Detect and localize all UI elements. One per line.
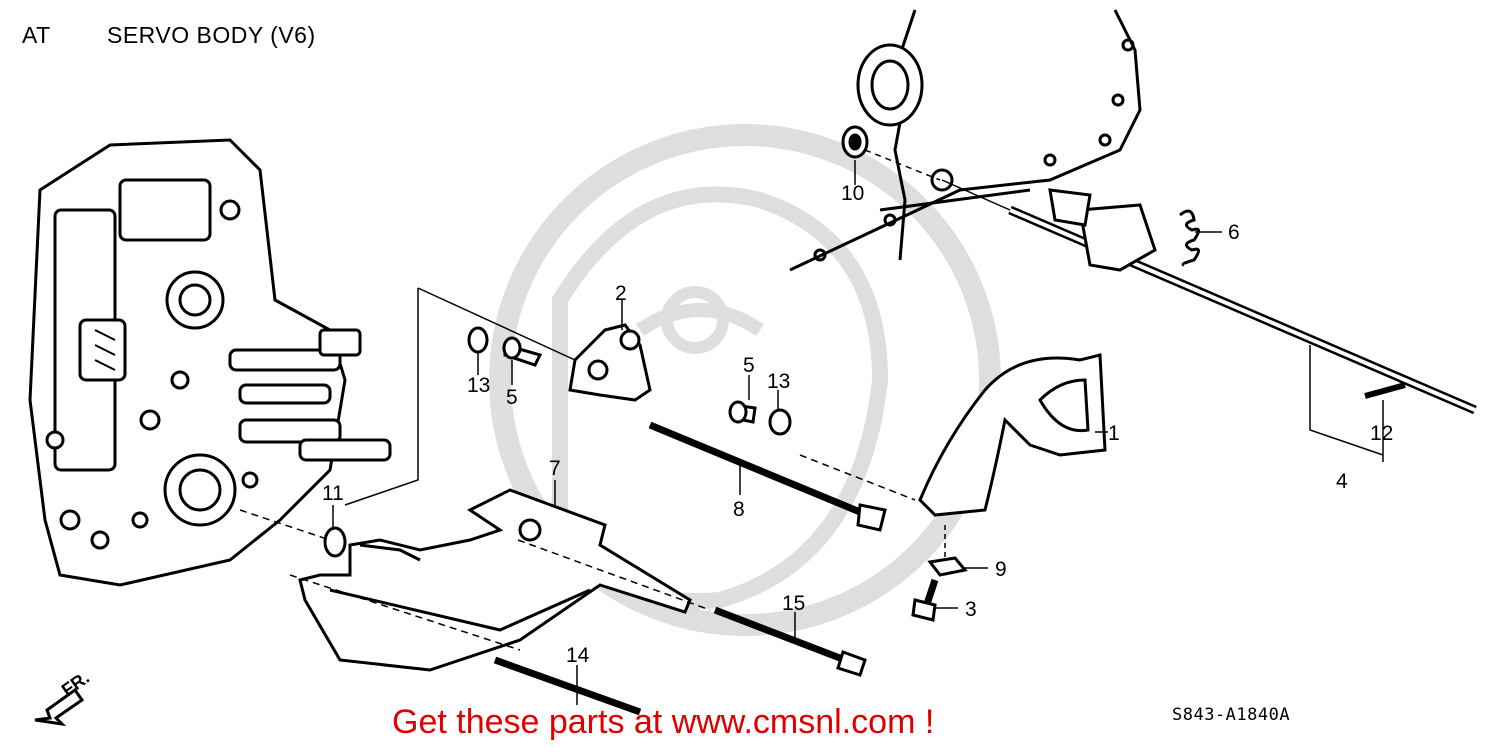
lock-plate-and-bolt [911,556,968,622]
front-direction-label: FR. [58,667,93,700]
pins-and-clips [467,326,792,436]
page-title: SERVO BODY (V6) [107,22,316,48]
callout-11: 11 [322,482,344,505]
bolts-14-15 [493,606,867,716]
callout-2: 2 [615,282,627,305]
section-label: AT [22,22,51,48]
callout-4: 4 [1336,470,1348,493]
pin-12 [1364,382,1406,399]
shift-fork [918,353,1107,517]
spring-part [1179,209,1200,267]
control-shaft [1008,188,1477,415]
callout-5: 5 [743,354,755,377]
servo-bracket [568,323,652,402]
circlip-11 [323,526,347,558]
callout-9: 9 [995,558,1007,581]
callout-10: 10 [841,182,864,205]
bolt-8 [648,421,887,532]
leader-lines [239,149,1384,705]
callout-12: 12 [1370,422,1393,445]
callout-3: 3 [965,598,977,621]
callout-7: 7 [549,457,561,480]
callout-1: 1 [1108,422,1120,445]
diagram-code: S843-A1840A [1172,705,1291,725]
valve-body-housing [28,138,392,587]
callout-15: 15 [782,592,805,615]
callout-13: 13 [467,374,490,397]
callout-8: 8 [733,498,745,521]
callout-13: 13 [767,370,790,393]
oil-seal [841,125,869,159]
servo-cover-plate [298,488,692,672]
callout-6: 6 [1228,221,1240,244]
callout-labels: 1 2 3 4 5 5 6 7 8 9 10 11 12 13 13 14 15 [322,182,1393,667]
transmission-case [789,9,1142,272]
promo-link[interactable]: Get these parts at www.cmsnl.com ! [392,703,935,741]
front-direction-marker: FR. [34,667,93,727]
callout-14: 14 [566,644,590,667]
callout-5: 5 [506,386,518,409]
